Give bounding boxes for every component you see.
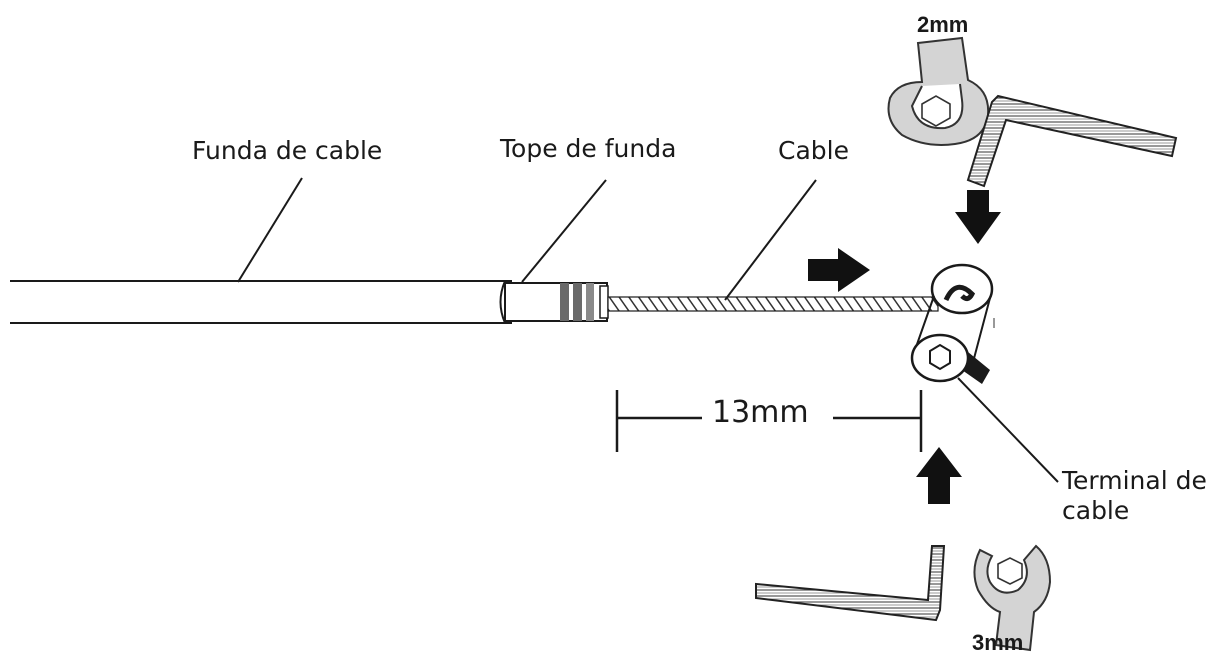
leader-line-cable <box>724 179 817 301</box>
arrow-up-icon <box>916 447 962 504</box>
arrow-right-icon <box>808 248 870 292</box>
allen-key-icon-top <box>966 94 1178 188</box>
cable-end-terminal <box>910 263 995 384</box>
leader-line-housing-stop <box>521 179 607 283</box>
inner-cable <box>607 296 939 312</box>
leader-line-housing <box>237 177 303 283</box>
housing-stop <box>504 282 609 322</box>
housing-label: Funda de cable <box>192 136 383 165</box>
length-label: 13mm <box>712 395 809 430</box>
hex-size-2mm-label: 2mm <box>917 12 969 37</box>
open-end-wrench-icon-top <box>887 36 990 146</box>
housing-stop-label: Tope de funda <box>500 134 677 163</box>
open-end-wrench-icon-bottom <box>973 544 1052 652</box>
leader-line-terminal <box>957 377 1059 483</box>
terminal-label: Terminal de cable <box>1062 466 1207 525</box>
allen-key-icon-bottom <box>755 545 946 622</box>
cable-label: Cable <box>778 136 849 165</box>
hex-size-3mm-label: 3mm <box>972 630 1024 655</box>
length-dimension <box>615 390 923 452</box>
arrow-down-icon <box>955 190 1001 244</box>
cable-housing <box>10 280 512 324</box>
